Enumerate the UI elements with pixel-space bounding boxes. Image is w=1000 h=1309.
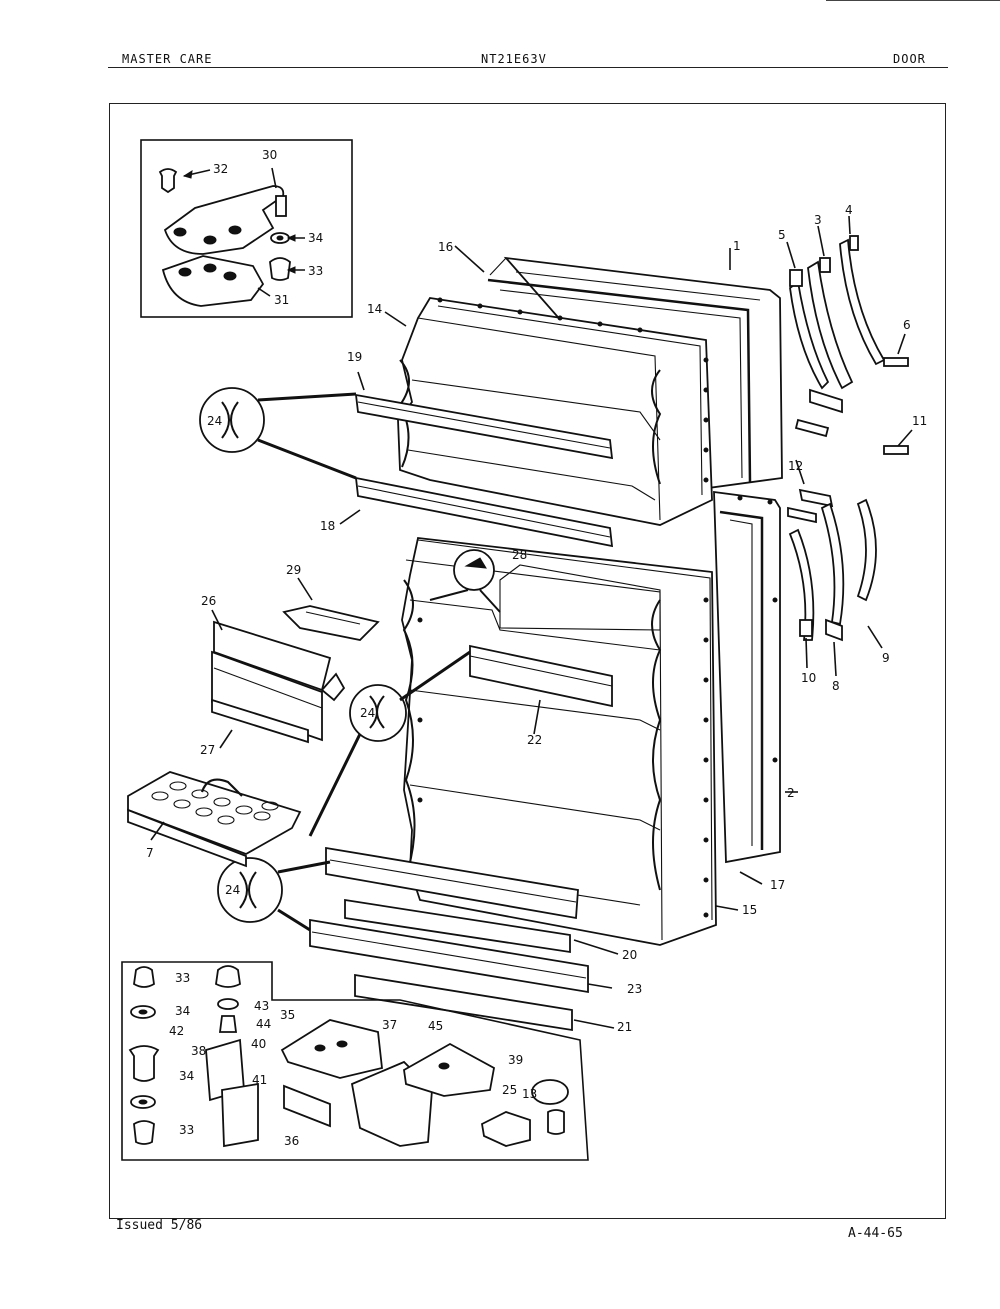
issued-date: Issued 5/86 [116, 1218, 203, 1233]
callout-15: 15 [742, 903, 757, 917]
plate-35 [280, 1019, 383, 1079]
cap-11 [883, 445, 909, 455]
callout-14: 14 [367, 302, 382, 316]
callout-30: 30 [262, 148, 277, 162]
callout-24c: 24 [225, 883, 240, 897]
callout-34b: 34 [175, 1004, 190, 1018]
bracket-41 [221, 1082, 259, 1148]
callout-13: 13 [522, 1087, 537, 1101]
magnifier-24b [308, 650, 471, 837]
cap-6 [883, 357, 909, 367]
callout-4: 4 [845, 203, 853, 217]
callout-23: 23 [627, 982, 642, 996]
freezer-door-liner [397, 297, 713, 526]
callout-3: 3 [814, 213, 822, 227]
magnifier-24a [199, 387, 357, 480]
header-rule [108, 67, 948, 68]
callout-44: 44 [256, 1017, 271, 1031]
cap-39 [531, 1079, 569, 1105]
door-handles [787, 235, 909, 642]
brand-label: MASTER CARE [122, 52, 213, 66]
callout-26: 26 [201, 594, 216, 608]
top-hinge [163, 185, 285, 255]
callout-18: 18 [320, 519, 335, 533]
diagram-frame [109, 103, 946, 1219]
diagram-code: A-44-65 [848, 1226, 903, 1241]
butter-door [211, 698, 309, 744]
callout-38: 38 [191, 1044, 206, 1058]
corner-mark [826, 0, 1000, 1]
callout-31: 31 [274, 293, 289, 307]
callout-24b: 24 [360, 706, 375, 720]
shelf-bar-22 [469, 644, 613, 708]
section-title: DOOR [893, 52, 926, 66]
callout-40: 40 [251, 1037, 266, 1051]
callout-20: 20 [622, 948, 637, 962]
callout-28: 28 [512, 548, 527, 562]
callout-35: 35 [280, 1008, 295, 1022]
screw-part [158, 168, 178, 194]
callout-10: 10 [801, 671, 816, 685]
egg-tray [127, 771, 302, 868]
callout-21: 21 [617, 1020, 632, 1034]
top-hinge-inset [140, 139, 353, 318]
callout-19: 19 [347, 350, 362, 364]
plate-45 [403, 1042, 496, 1097]
hinge-bracket [809, 388, 843, 414]
plate-36 [283, 1084, 331, 1128]
callout-43: 43 [254, 999, 269, 1013]
callout-12: 12 [788, 459, 803, 473]
bottom-hinge-inset [121, 961, 589, 1161]
callout-41: 41 [252, 1073, 267, 1087]
callout-25: 25 [502, 1083, 517, 1097]
callout-7: 7 [146, 846, 154, 860]
callout-11: 11 [912, 414, 927, 428]
hinge-shim [161, 255, 265, 307]
callout-39: 39 [508, 1053, 523, 1067]
callout-17: 17 [770, 878, 785, 892]
callout-5: 5 [778, 228, 786, 242]
magnifier-28 [429, 549, 501, 613]
callout-16: 16 [438, 240, 453, 254]
callout-33c: 33 [179, 1123, 194, 1137]
callout-32: 32 [213, 162, 228, 176]
callout-36: 36 [284, 1134, 299, 1148]
fresh-food-door-outer [713, 490, 781, 864]
callout-8: 8 [832, 679, 840, 693]
callout-9: 9 [882, 651, 890, 665]
bottom-door-bars [309, 846, 589, 1032]
freezer-shelf-bars [354, 393, 614, 548]
callout-45: 45 [428, 1019, 443, 1033]
callout-34a: 34 [308, 231, 323, 245]
butter-compartment [211, 605, 380, 744]
fresh-food-door-liner [401, 537, 717, 946]
door-flap-29 [282, 605, 380, 641]
callout-33b: 33 [175, 971, 190, 985]
callout-33a: 33 [308, 264, 323, 278]
callout-24a: 24 [207, 414, 222, 428]
callout-37: 37 [382, 1018, 397, 1032]
callout-6: 6 [903, 318, 911, 332]
callout-29: 29 [286, 563, 301, 577]
callout-1: 1 [733, 239, 741, 253]
callout-42: 42 [169, 1024, 184, 1038]
callout-34c: 34 [179, 1069, 194, 1083]
model-number: NT21E63V [481, 52, 547, 66]
plate-25 [481, 1111, 531, 1147]
callout-2: 2 [787, 786, 795, 800]
callout-22: 22 [527, 733, 542, 747]
callout-27: 27 [200, 743, 215, 757]
magnifier-24c [217, 857, 331, 932]
